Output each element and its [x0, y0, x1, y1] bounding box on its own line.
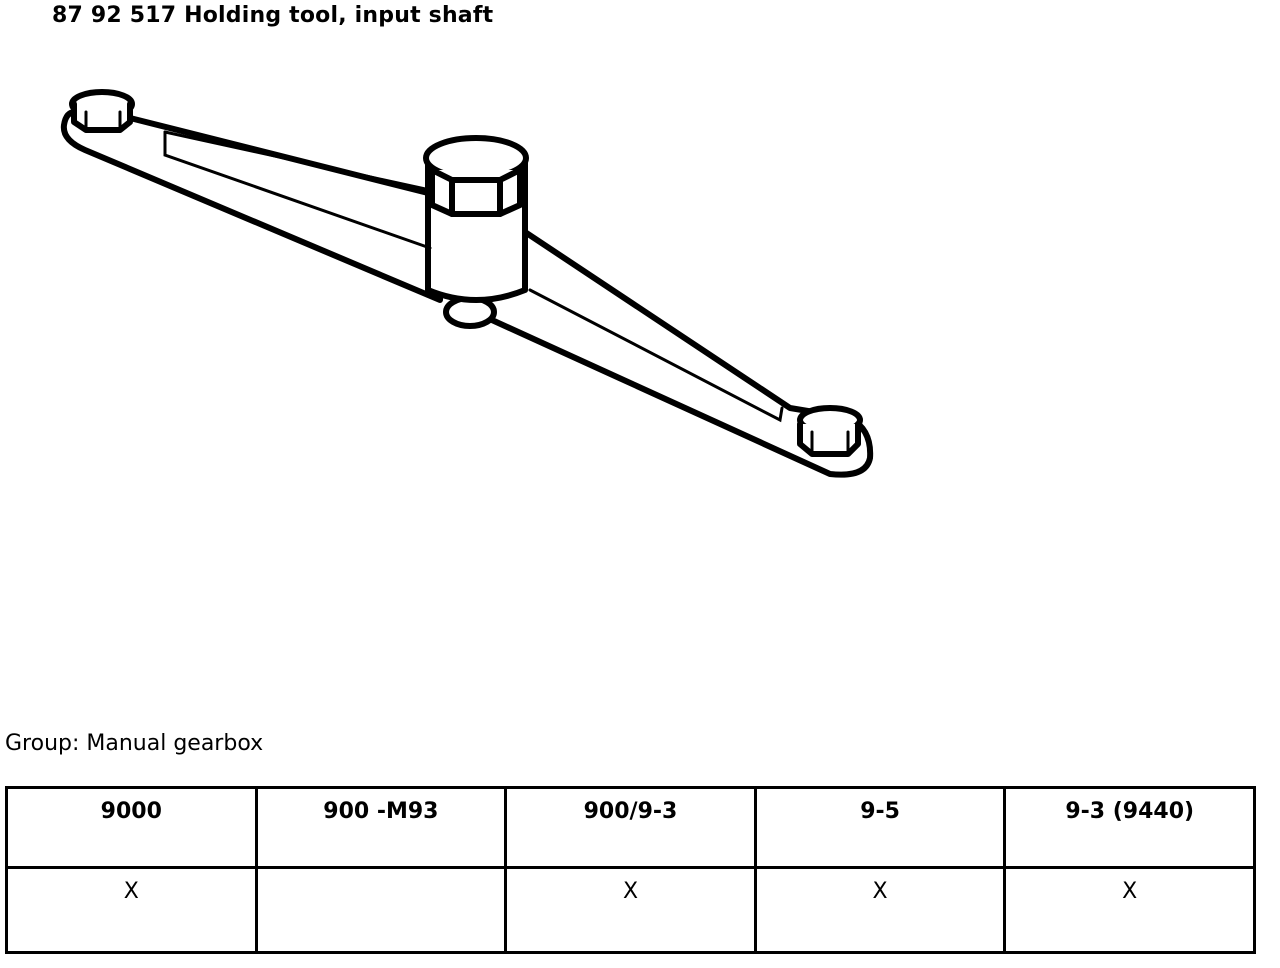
table-header-row: 9000 900 -M93 900/9-3 9-5 9-3 (9440) [5, 786, 1256, 869]
right-arm-slot [528, 288, 784, 423]
table-cell: X [5, 866, 258, 954]
table-cell: X [753, 866, 1007, 954]
column-header: 9-3 (9440) [1003, 786, 1256, 869]
column-header: 900 -M93 [254, 786, 508, 869]
column-header: 9-5 [753, 786, 1007, 869]
holding-tool-illustration [60, 89, 874, 478]
left-arm [60, 109, 443, 303]
model-compatibility-table: 9000 900 -M93 900/9-3 9-5 9-3 (9440) X X… [5, 786, 1256, 954]
right-bolt-hex [797, 421, 861, 457]
column-header: 900/9-3 [504, 786, 757, 869]
left-arm-slot [163, 130, 432, 250]
group-line: Group: Manual gearbox [5, 731, 263, 756]
group-value: Manual gearbox [86, 731, 264, 756]
left-bolt-hex [71, 101, 133, 133]
table-cell [254, 866, 508, 954]
column-header: 9000 [5, 786, 258, 869]
table-cell: X [1003, 866, 1256, 954]
table-row: X X X X [5, 866, 1256, 954]
document-title: 87 92 517 Holding tool, input shaft [52, 3, 494, 28]
group-label: Group: [5, 731, 80, 756]
table-cell: X [504, 866, 757, 954]
